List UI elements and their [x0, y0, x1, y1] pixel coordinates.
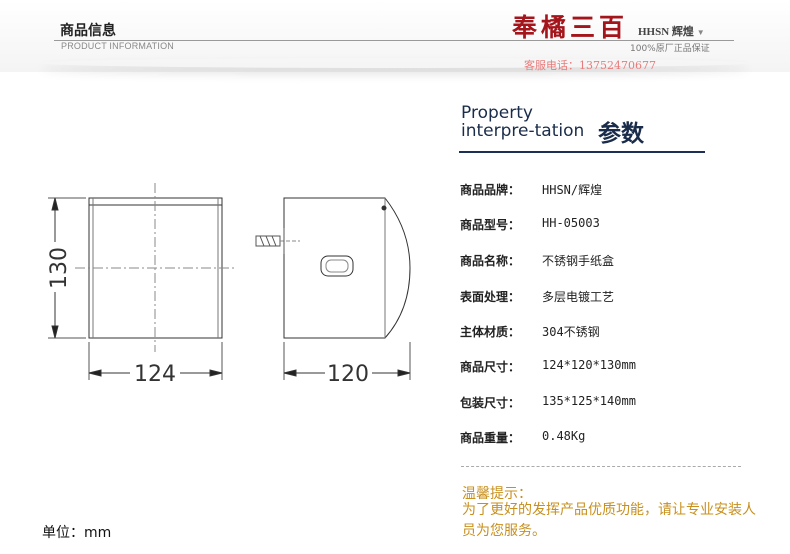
height-arrow-top: [51, 197, 59, 211]
spec-value: 多层电镀工艺: [542, 290, 615, 304]
spec-key: 商品重量：: [460, 431, 521, 445]
depth-dim-label: 120: [327, 362, 369, 387]
spec-key: 主体材质：: [460, 325, 521, 339]
side-view-outline: [283, 197, 411, 339]
section-title: 商品信息: [60, 23, 116, 39]
spec-key: 商品名称：: [460, 254, 521, 268]
spec-value: 不锈钢手纸盒: [542, 254, 615, 268]
spec-value: 124*120*130mm: [542, 358, 636, 372]
tip-title: 温馨提示：: [462, 486, 532, 502]
section-subtitle: PRODUCT INFORMATION: [61, 41, 174, 51]
spec-key: 表面处理：: [460, 290, 521, 304]
calligraphy-seal-text: 奉橘三百: [512, 13, 629, 42]
technical-drawing: 130 124 120: [47, 183, 411, 387]
guarantee-text: 100%原厂正品保证: [630, 44, 710, 54]
height-dim-label: 130: [47, 247, 72, 289]
tip-body: 为了更好的发挥产品优质功能，请让专业安装人员为您服务。: [462, 502, 756, 539]
spec-value: HH-05003: [542, 216, 600, 230]
spec-key: 商品尺寸：: [460, 360, 521, 374]
property-title: Property interpre-tation: [461, 104, 584, 140]
width-arrow-left: [88, 369, 102, 377]
width-arrow-right: [209, 369, 223, 377]
chevron-down-icon: ▼: [696, 28, 705, 37]
depth-arrow-right: [397, 369, 411, 377]
property-underline: [459, 151, 705, 153]
brand-name: HHSN 辉煌: [638, 26, 694, 38]
header-divider: [54, 40, 734, 41]
spec-key: 包装尺寸：: [460, 396, 521, 410]
width-dim-label: 124: [134, 362, 176, 387]
depth-arrow-left: [283, 369, 297, 377]
spec-key: 商品型号：: [460, 218, 521, 232]
brand-logo[interactable]: HHSN 辉煌 ▼: [638, 23, 705, 39]
property-title-line1: Property: [461, 103, 533, 123]
spec-key: 商品品牌：: [460, 183, 521, 197]
spec-value: 0.48Kg: [542, 429, 586, 443]
side-view-screw: [381, 205, 387, 211]
height-arrow-bottom: [51, 325, 59, 339]
dashed-divider: [461, 466, 741, 467]
service-phone: 客服电话：13752470677: [524, 59, 656, 72]
header-bar: [0, 0, 790, 72]
side-view-window: [320, 255, 354, 277]
spec-value: 304不锈钢: [542, 325, 600, 339]
property-title-cn: 参数: [598, 121, 644, 147]
spec-value: HHSN/辉煌: [542, 183, 603, 197]
wall-anchor-threads: [259, 235, 277, 247]
property-title-line2: interpre-tation: [461, 121, 585, 141]
unit-label: 单位：mm: [42, 525, 112, 541]
side-view-window-inner: [325, 259, 349, 273]
spec-value: 135*125*140mm: [542, 394, 636, 408]
